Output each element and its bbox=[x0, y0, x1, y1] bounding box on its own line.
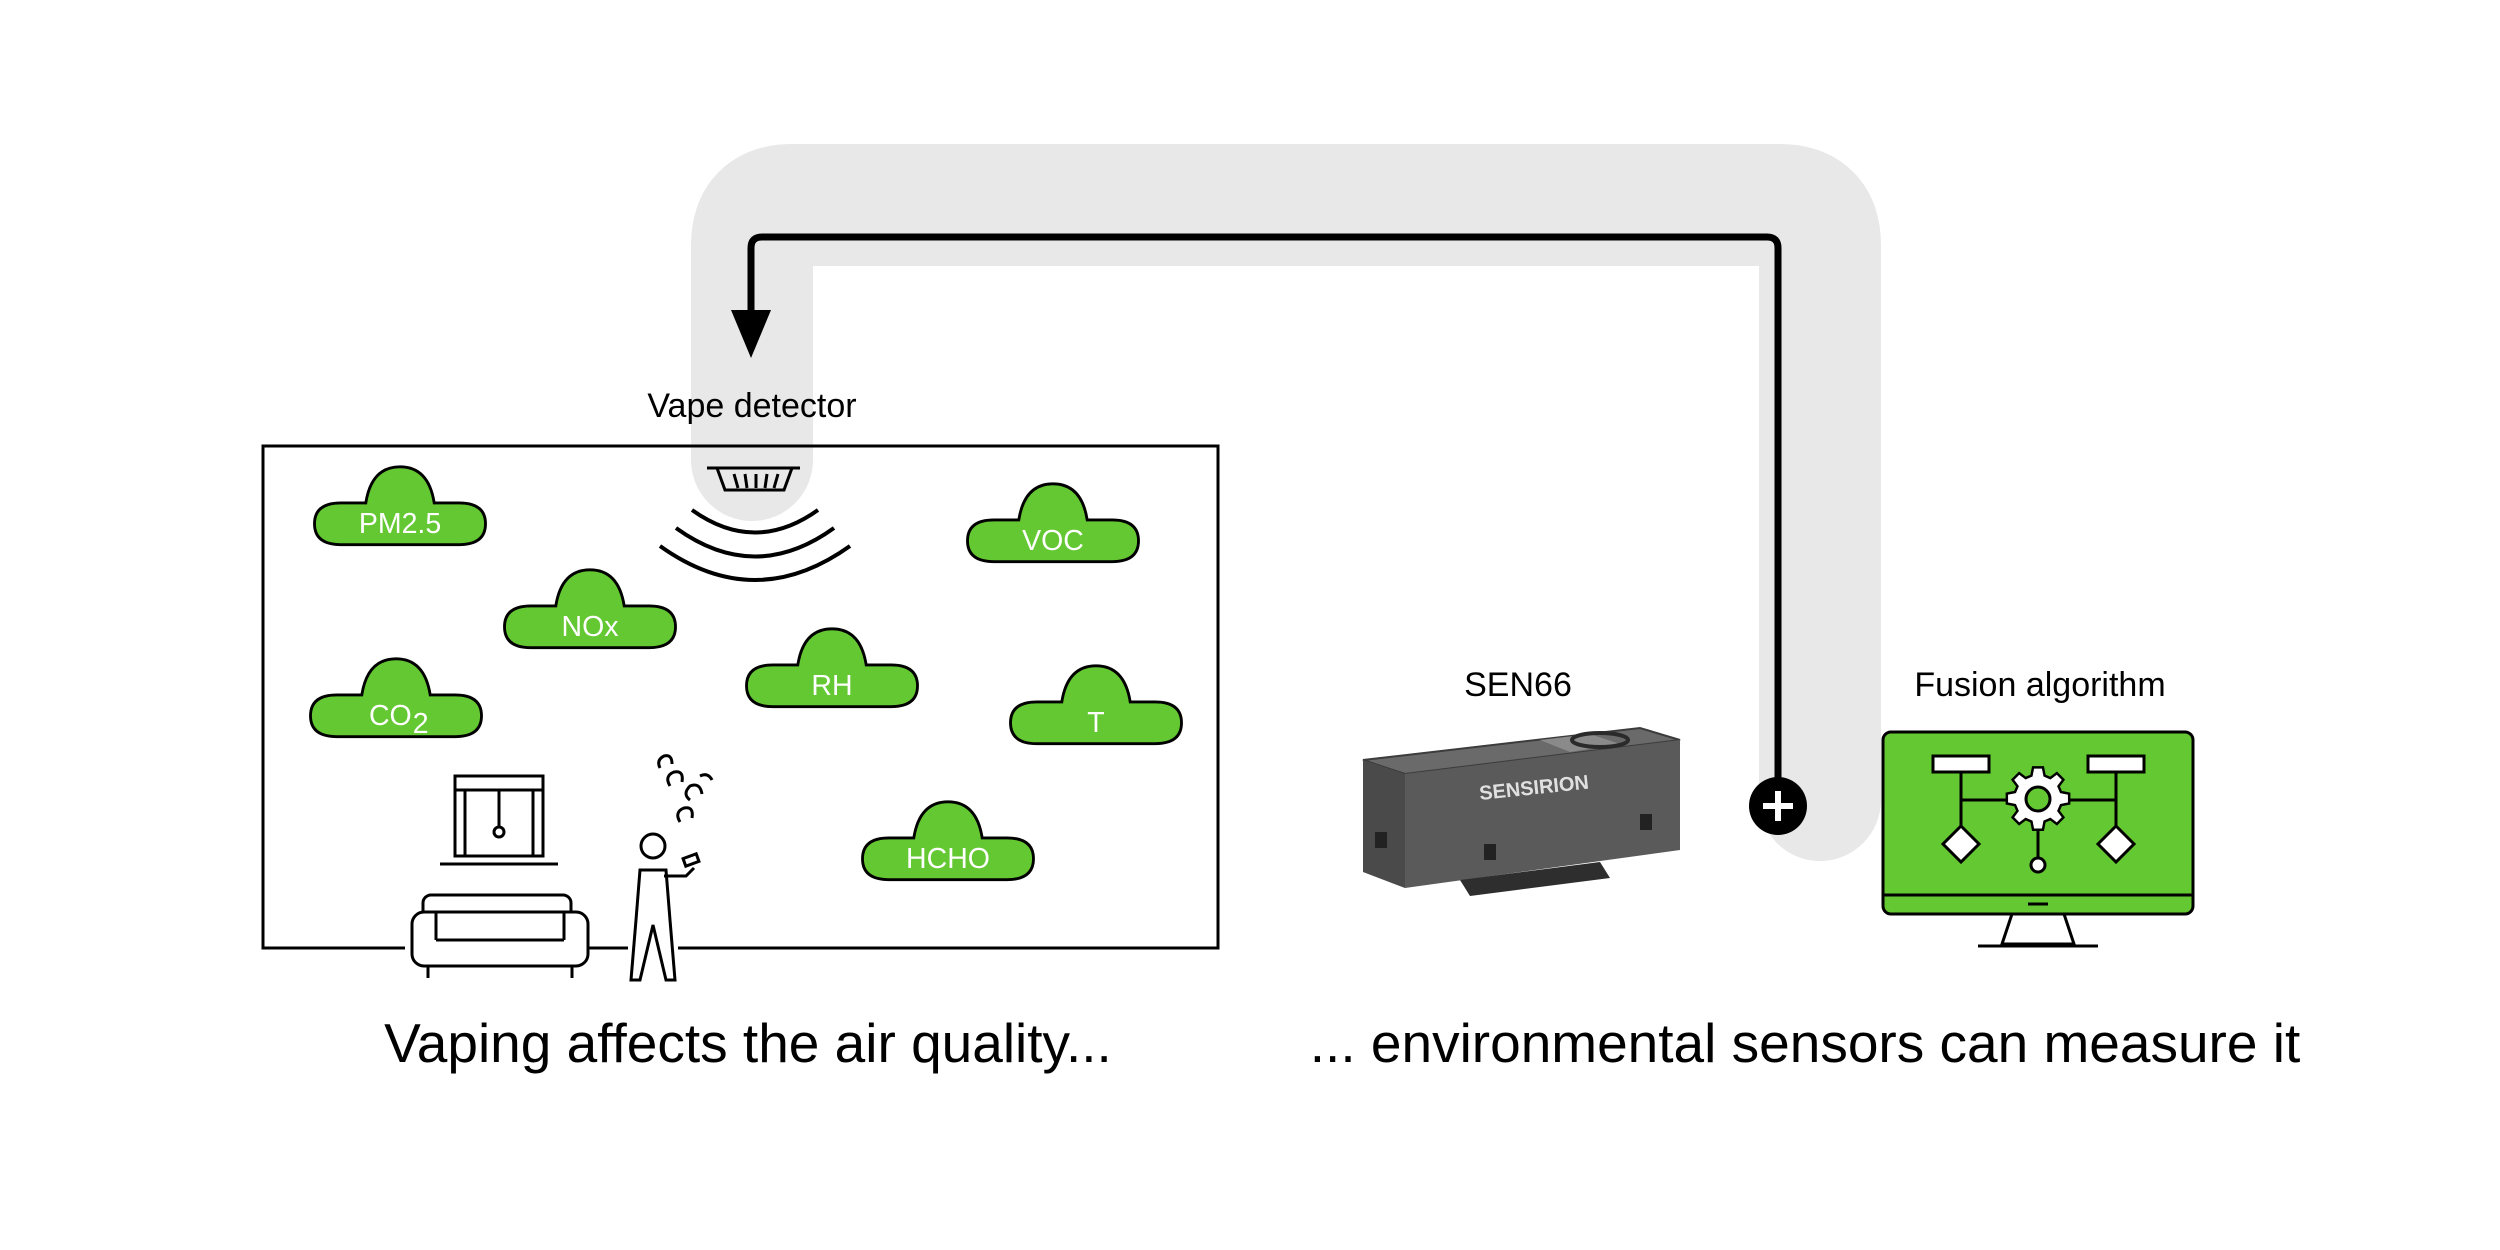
cloud-label-co2: CO bbox=[369, 700, 412, 732]
vape-detector-icon bbox=[658, 466, 852, 582]
cloud-voc: VOC bbox=[966, 482, 1140, 564]
cloud-label-t: T bbox=[1087, 707, 1104, 739]
person-vaping-icon bbox=[628, 754, 714, 982]
fusion-label: Fusion algorithm bbox=[1914, 666, 2165, 704]
cloud-label-pm25: PM2.5 bbox=[359, 508, 441, 540]
window-icon bbox=[440, 774, 558, 866]
feedback-track bbox=[691, 144, 1881, 861]
couch-icon bbox=[405, 893, 590, 978]
cloud-nox: NOx bbox=[503, 568, 677, 650]
room-box bbox=[261, 444, 1220, 950]
cloud-label-voc: VOC bbox=[1022, 525, 1084, 557]
gear-icon bbox=[2005, 766, 2071, 831]
flowchart-icon bbox=[1931, 754, 2146, 874]
cloud-label-hcho: HCHO bbox=[906, 843, 990, 875]
vape-detector-label: Vape detector bbox=[647, 387, 856, 425]
caption-left: Vaping affects the air quality... bbox=[384, 1012, 1112, 1074]
cloud-label-rh: RH bbox=[811, 670, 852, 702]
cloud-rh: RH bbox=[745, 627, 919, 709]
sensor-label: SEN66 bbox=[1464, 666, 1572, 704]
cloud-t: T bbox=[1009, 664, 1183, 746]
cloud-co2: CO 2 bbox=[309, 657, 483, 740]
cloud-hcho: HCHO bbox=[861, 800, 1035, 882]
plus-circle-icon bbox=[1749, 777, 1807, 835]
cloud-pm25: PM2.5 bbox=[313, 465, 487, 547]
caption-right: ... environmental sensors can measure it bbox=[1310, 1012, 2300, 1074]
arrow-down-icon bbox=[731, 310, 771, 358]
cloud-label-co2-subscript: 2 bbox=[413, 708, 429, 740]
sen66-sensor-device: SENSIRION bbox=[1362, 726, 1681, 896]
cloud-label-nox: NOx bbox=[562, 611, 619, 643]
feedback-arrow-line bbox=[747, 233, 1782, 800]
